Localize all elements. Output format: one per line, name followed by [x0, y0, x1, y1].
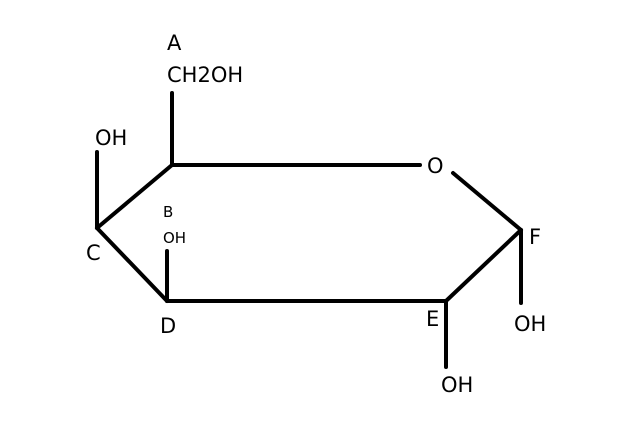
label-c-group: OH — [95, 126, 127, 150]
label-b-group: OH — [163, 229, 186, 247]
bond-f-to-e — [444, 228, 523, 303]
label-e-group: OH — [441, 373, 473, 397]
label-f: F — [529, 225, 541, 249]
label-a-group: CH2OH — [167, 63, 243, 87]
label-d: D — [160, 314, 176, 338]
label-f-group: OH — [514, 312, 546, 336]
bond-d-to-c — [95, 226, 169, 303]
bond-c-to-a — [95, 163, 174, 230]
label-c: C — [86, 241, 101, 265]
ring-bonds — [95, 163, 523, 303]
substituent-bonds — [95, 91, 523, 369]
atom-labels: A CH2OH OH C B OH D O F OH E OH — [86, 31, 546, 397]
label-a: A — [167, 31, 182, 55]
label-ring-oxygen: O — [427, 154, 444, 178]
label-b: B — [163, 203, 173, 221]
label-e: E — [426, 307, 439, 331]
bond-oxygen-to-f — [451, 171, 523, 232]
